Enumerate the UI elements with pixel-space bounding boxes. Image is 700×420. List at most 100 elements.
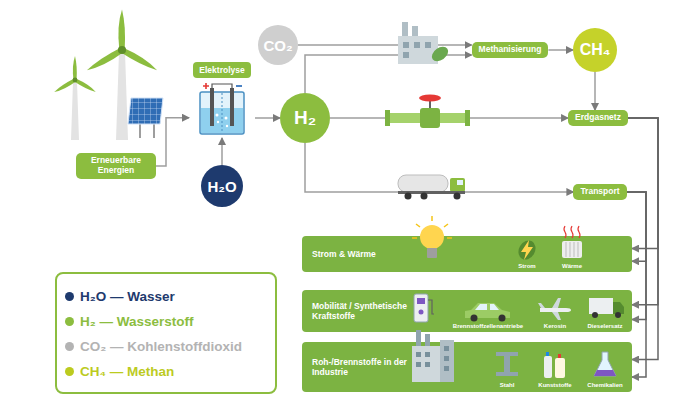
- legend-label: CO₂ — Kohlenstoffdioxid: [80, 339, 242, 354]
- legend-swatch: [65, 317, 74, 326]
- flow-arrow: [628, 118, 658, 305]
- molecule-circle: CO₂: [258, 25, 298, 65]
- circle-fill: [573, 28, 617, 72]
- legend-swatch: [65, 367, 74, 376]
- car-icon: [465, 303, 510, 322]
- power-icon: [515, 237, 539, 262]
- car-icon: [499, 315, 506, 322]
- molecule-circle: CH₄: [573, 28, 617, 72]
- factory-icon: [440, 340, 454, 382]
- flow-arrow: [548, 49, 573, 51]
- legend-item: H₂O — Wasser: [65, 284, 267, 309]
- airplane-icon: [538, 298, 561, 320]
- factory-icon: [444, 356, 449, 361]
- wind-turbine-small: [71, 82, 79, 140]
- gas-valve: [385, 95, 470, 129]
- truck-icon: [592, 312, 598, 318]
- node-label: Erdgasnetz: [575, 113, 621, 123]
- factory-icon: [425, 352, 430, 357]
- molecule-circle: H₂O: [201, 165, 243, 207]
- methanation-plant: [429, 44, 451, 64]
- fuel-pump-icon: [417, 298, 425, 304]
- wind-turbine-large: [85, 47, 123, 73]
- process-box: Methanisierung: [472, 42, 549, 58]
- truck-icon: [589, 298, 624, 318]
- methanation-plant: [402, 22, 408, 38]
- circle-fill: [280, 93, 330, 143]
- transport-box: Transport: [573, 184, 626, 200]
- factory-icon: [444, 366, 449, 371]
- light-bulb-icon: [412, 237, 417, 239]
- wind-turbine-large: [116, 52, 128, 140]
- node-label: Elektrolyse: [193, 62, 250, 78]
- tank-truck: [398, 175, 448, 192]
- light-bulb-icon: [420, 225, 444, 249]
- fuel-pump-icon: [419, 310, 424, 315]
- node-label: CO₂: [258, 37, 298, 54]
- factory-icon: [444, 346, 449, 351]
- legend-item: CO₂ — Kohlenstoffdioxid: [65, 334, 267, 359]
- wind-turbine-small: [74, 78, 97, 93]
- truck-icon: [615, 312, 621, 318]
- wind-turbine-small: [53, 56, 97, 94]
- wind-turbine-small: [73, 56, 77, 80]
- node-label: Roh-/Brennstoffe in der Industrie: [312, 357, 407, 377]
- icon-caption: Chemikalien: [587, 382, 622, 389]
- light-bulb-icon: [444, 224, 448, 227]
- truck-icon: [589, 298, 613, 314]
- methanation-plant: [414, 42, 420, 48]
- factory-icon: [425, 334, 430, 348]
- methanation-plant: [403, 42, 409, 48]
- tank-truck: [457, 180, 463, 185]
- tank-truck: [450, 178, 465, 192]
- factory-icon: [425, 362, 430, 367]
- gas-valve: [419, 95, 441, 102]
- process-box: Elektrolyse: [189, 60, 255, 138]
- legend-swatch: [65, 342, 74, 351]
- chemistry-flask-icon: [594, 370, 616, 376]
- wind-turbine-large: [85, 9, 158, 73]
- legend-item: H₂ — Wasserstoff: [65, 309, 267, 334]
- fuel-pump-icon: [414, 294, 434, 322]
- electrolyser: [203, 83, 209, 89]
- circle-fill: [201, 165, 243, 207]
- flow-arrow: [221, 138, 223, 165]
- icon-caption: Stahl: [500, 382, 515, 389]
- heater-icon: [562, 226, 582, 258]
- electrolyser: [217, 121, 219, 123]
- network-box: Erdgasnetz: [568, 110, 628, 126]
- light-bulb-icon: [412, 216, 452, 258]
- gas-valve: [385, 110, 390, 126]
- flow-arrow: [628, 118, 658, 360]
- flow-arrow: [298, 44, 472, 46]
- icon-caption: Dieselersatz: [587, 323, 622, 330]
- icon-caption: Brennstoffzellenantriebe: [453, 323, 523, 330]
- plastic-bottles-icon: [544, 352, 565, 378]
- tank-truck: [405, 193, 412, 200]
- power-icon: [515, 237, 539, 262]
- node-label: Strom & Wärme: [312, 249, 376, 259]
- legend-box: H₂O — WasserH₂ — WasserstoffCO₂ — Kohlen…: [55, 272, 277, 394]
- chemistry-flask-icon: [594, 352, 616, 376]
- chemistry-flask-icon: [594, 352, 616, 376]
- car-icon: [471, 315, 478, 322]
- legend-label: CH₄ — Methan: [80, 364, 174, 379]
- wind-turbine-large: [118, 9, 125, 50]
- light-bulb-icon: [427, 248, 437, 258]
- fuel-pump-icon: [428, 300, 434, 314]
- methanation-plant: [425, 42, 431, 48]
- solar-panel: [128, 98, 163, 138]
- methanation-plant: [403, 52, 409, 58]
- electrolyser: [210, 88, 214, 126]
- flow-arrow: [255, 117, 280, 119]
- airplane-icon: [540, 308, 571, 312]
- flow-arrow: [305, 143, 573, 192]
- icon-caption: Wärme: [562, 263, 582, 270]
- steel-beam-icon: [496, 352, 518, 376]
- light-bulb-icon: [431, 216, 433, 221]
- factory-icon: [416, 330, 421, 348]
- plastic-bottles-icon: [546, 352, 549, 356]
- icon-caption: Kunststoffe: [538, 382, 571, 389]
- heater-icon: [564, 226, 580, 238]
- electrolyser: [216, 114, 219, 117]
